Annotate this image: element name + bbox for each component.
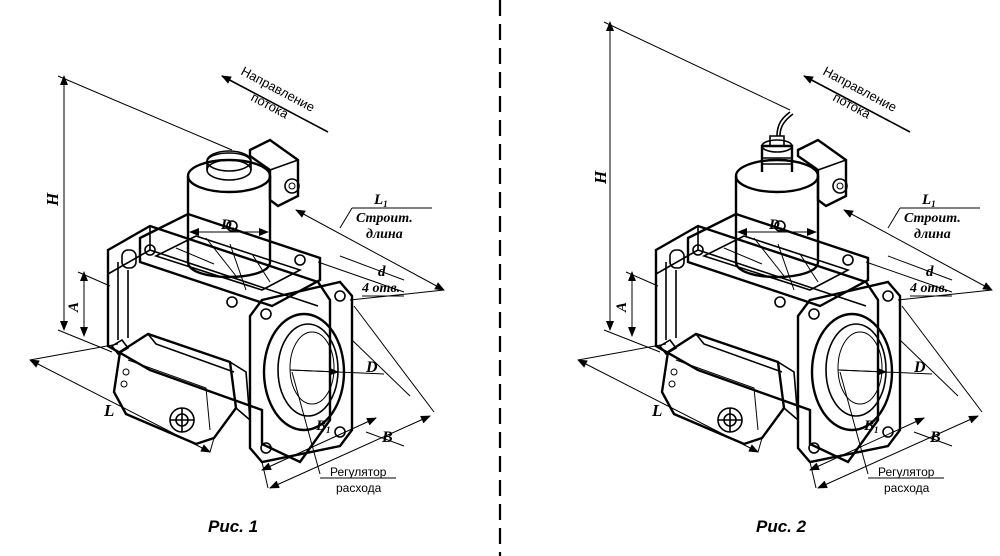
solenoid-coil-2 xyxy=(734,111,848,279)
a-label-1: A xyxy=(66,302,82,313)
regulator-sublabel-1: расхода xyxy=(336,481,382,495)
holes-label-1: 4 отв. xyxy=(361,281,400,296)
d-outer-label-1: D xyxy=(365,359,378,376)
figure-2: Dк H A L Направление потока L1 Строит. д… xyxy=(577,21,993,536)
regulator-label-1: Регулятор xyxy=(330,465,387,479)
dk-label-2: Dк xyxy=(768,217,785,234)
h-label-2: H xyxy=(591,170,610,185)
dk-label-1: Dк xyxy=(220,217,237,234)
build-length-label-1: Строит. xyxy=(356,211,413,226)
h-label-1: H xyxy=(43,192,62,207)
d-label-1: d xyxy=(378,264,386,280)
b-label-2: B xyxy=(929,429,941,446)
l1-label-2: L1 xyxy=(921,192,936,209)
a-label-2: A xyxy=(614,302,630,313)
solenoid-coil-1 xyxy=(186,138,300,279)
d-outer-label-2: D xyxy=(913,359,926,376)
l-label-2: L xyxy=(651,401,662,420)
figure-caption-2: Рис. 2 xyxy=(756,517,807,536)
regulator-sublabel-2: расхода xyxy=(884,481,930,495)
build-length-label-2: Строит. xyxy=(904,211,961,226)
d-label-2: d xyxy=(926,264,934,280)
holes-label-2: 4 отв. xyxy=(909,281,948,296)
regulator-label-2: Регулятор xyxy=(878,465,935,479)
l-label-1: L xyxy=(103,401,114,420)
build-length-sublabel-1: длина xyxy=(366,227,403,242)
b-label-1: B xyxy=(381,429,393,446)
build-length-sublabel-2: длина xyxy=(914,227,951,242)
l1-label-1: L1 xyxy=(373,192,388,209)
figure-caption-1: Рис. 1 xyxy=(208,517,258,536)
figure-1: Dк H A L Направление потока L1 Строит. д… xyxy=(29,63,445,536)
